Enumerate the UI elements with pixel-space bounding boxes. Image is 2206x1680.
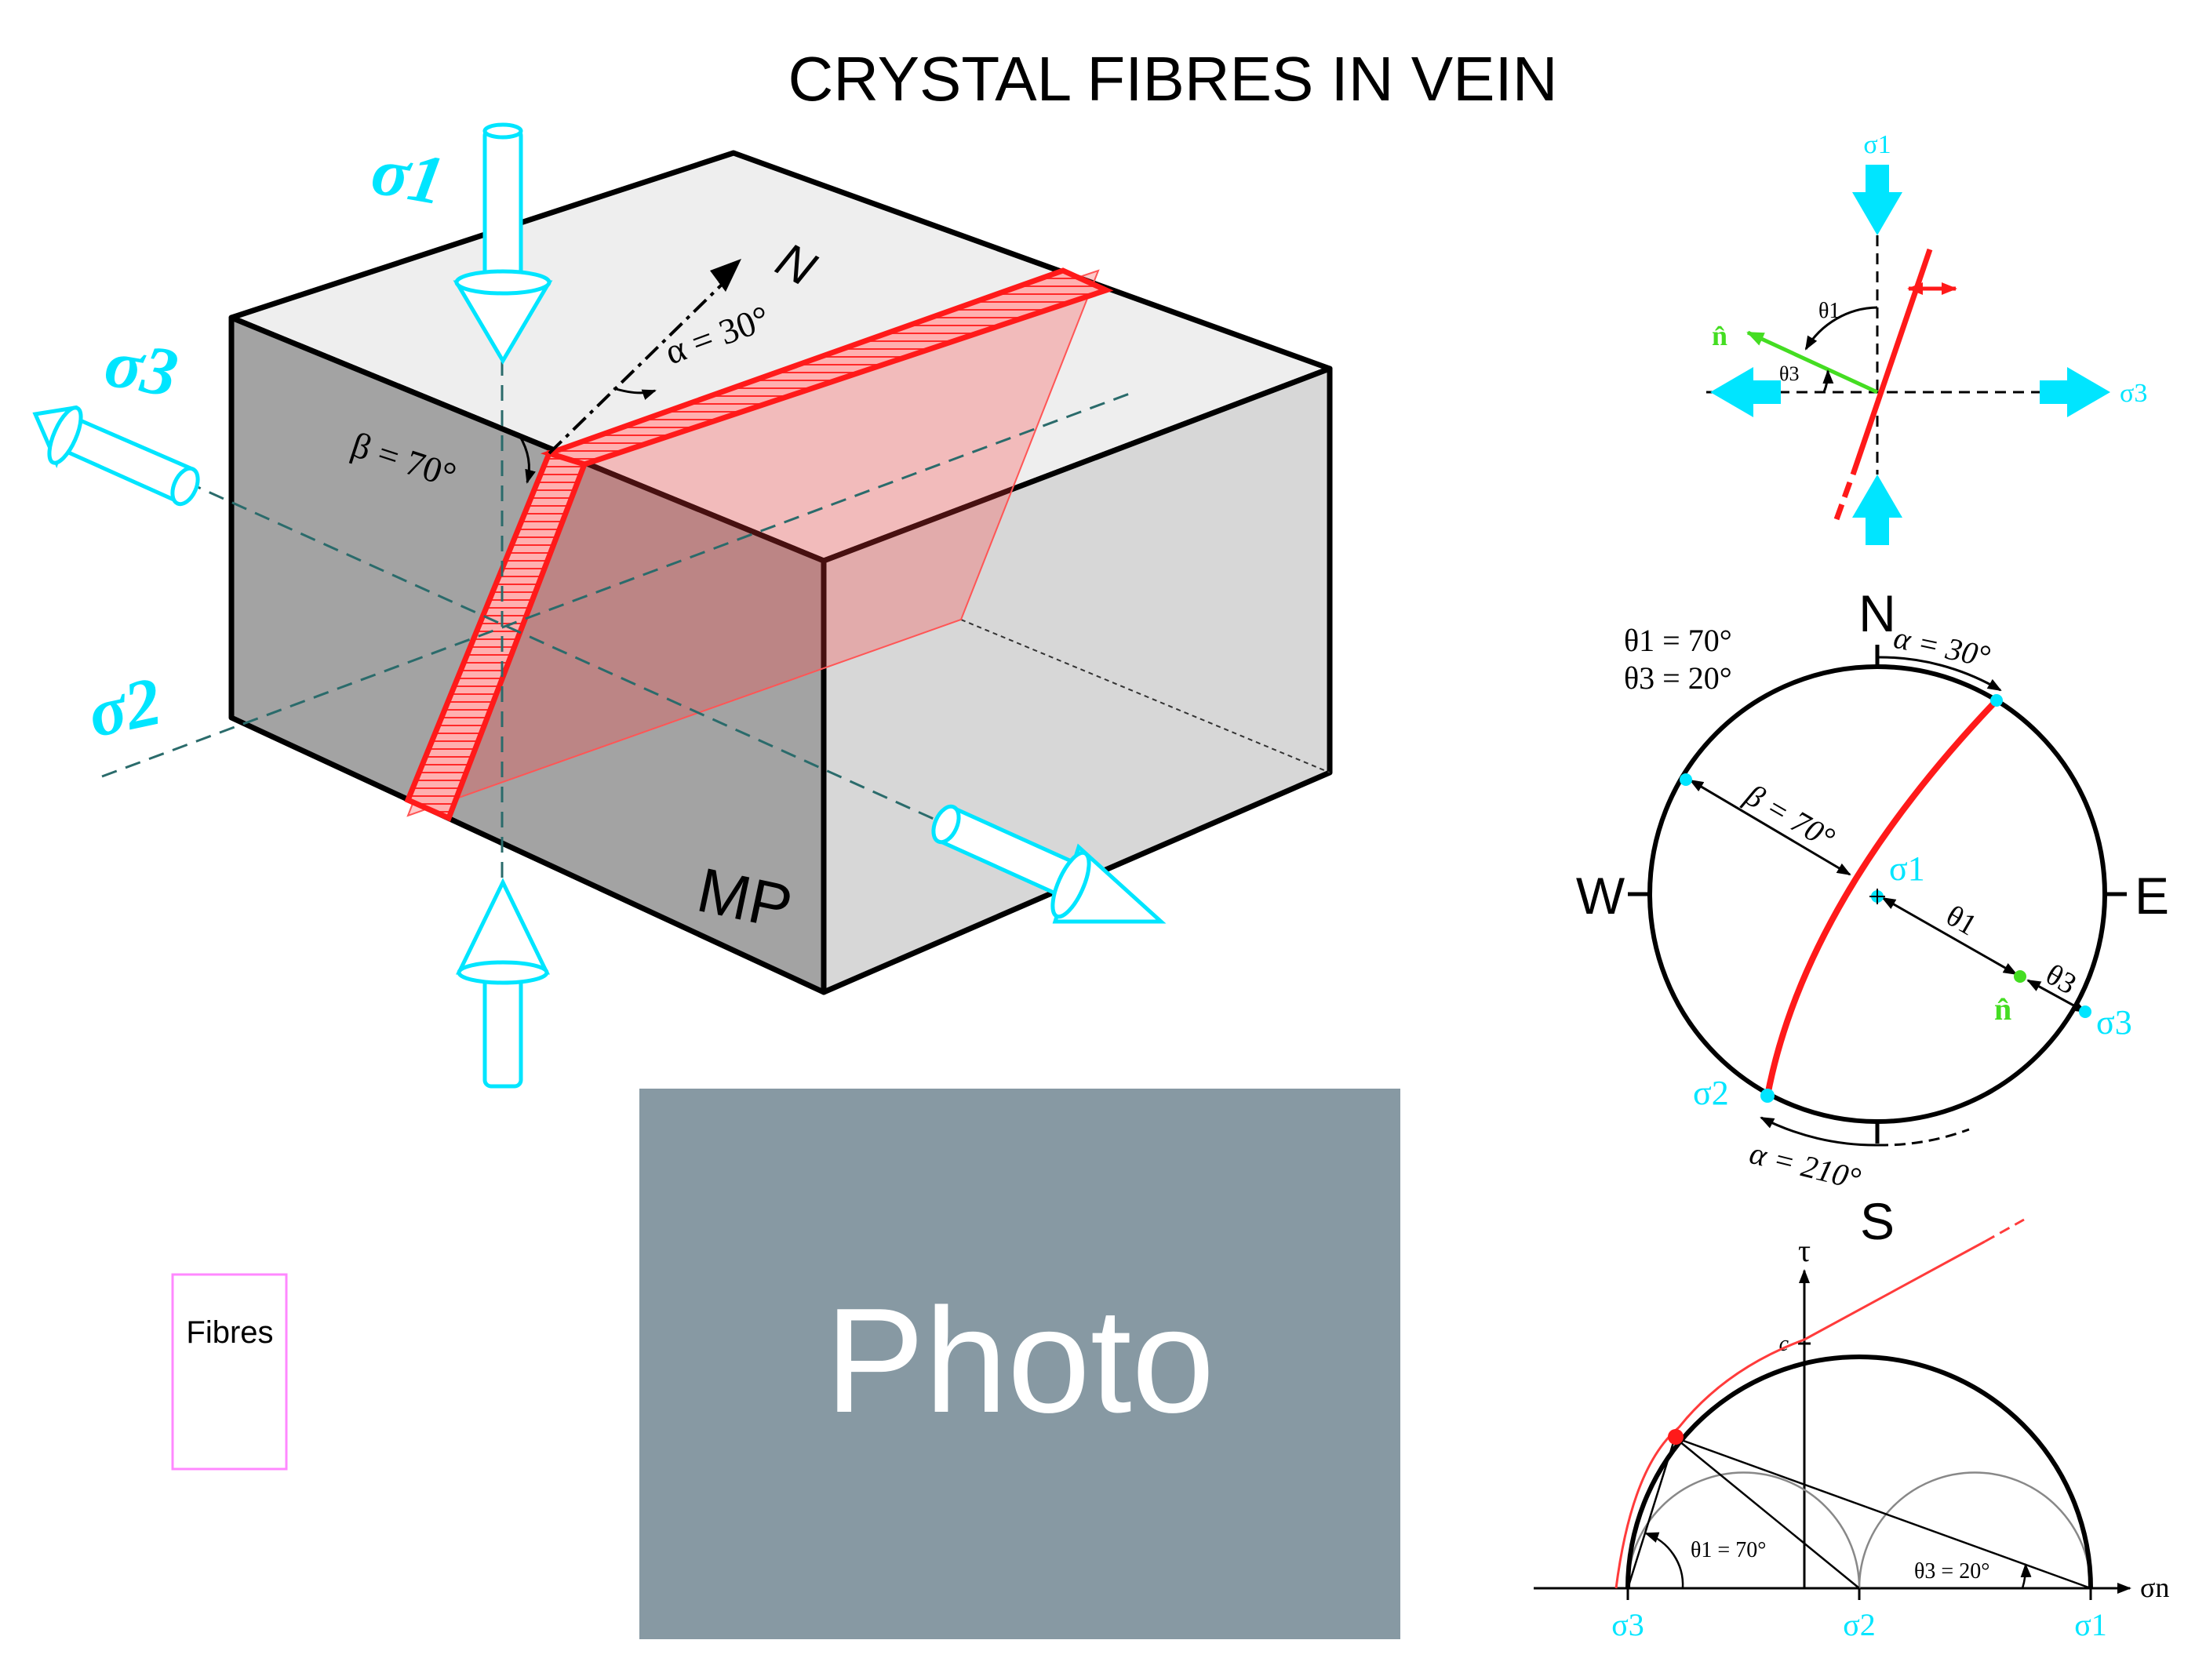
block-alpha-arc: [613, 387, 657, 400]
plan-sigma3-label: σ3: [2120, 379, 2147, 408]
block-beta-arc: [518, 435, 536, 484]
stereonet-strike-point-ne: [1990, 694, 2003, 707]
stereonet-normal-point: [2014, 970, 2026, 983]
stereonet-east-label: E: [2135, 867, 2169, 925]
mohr-sigma3-label: σ3: [1611, 1607, 1644, 1642]
plan-theta3-label: θ3: [1779, 362, 1799, 385]
stereonet-sigma2-label: σ2: [1693, 1074, 1729, 1112]
page-title: CRYSTAL FIBRES IN VEIN: [788, 44, 1558, 114]
mohr-sigma-n-label: σn: [2140, 1572, 2169, 1603]
stereonet-theta3-value: θ3 = 20°: [1624, 660, 1732, 696]
mohr-theta3-label: θ3 = 20°: [1914, 1559, 1989, 1584]
plan-theta1-arc: [1804, 306, 1878, 351]
stereonet-theta3-label: θ3: [2040, 958, 2082, 1001]
mohr-theta1-label: θ1 = 70°: [1691, 1538, 1766, 1562]
plan-theta3-arc: [1822, 369, 1834, 393]
sigma3-right-arrow: [931, 804, 1167, 924]
plan-view: n̂ θ1 θ3 σ1 σ3: [1706, 130, 2147, 545]
mohr-big-circle: [1625, 1355, 2093, 1589]
block-sigma1-label: σ1: [366, 133, 450, 220]
mohr-theta1-arc: [1644, 1532, 1684, 1589]
stereonet: N S W E α = 30° α = 210° β = 70° θ1 θ3 σ…: [1576, 584, 2169, 1250]
plan-theta1-label: θ1: [1818, 299, 1840, 323]
stereonet-west-label: W: [1576, 867, 1625, 925]
stereonet-sigma1-label: σ1: [1889, 849, 1925, 888]
stereonet-vein-great-circle: [1764, 698, 1999, 1096]
stereonet-alpha-top-arc: [1877, 656, 2002, 692]
stereonet-beta-label: β = 70°: [1739, 776, 1841, 856]
mohr-failure-point: [1668, 1429, 1684, 1445]
stereonet-theta1-value: θ1 = 70°: [1624, 623, 1732, 658]
plan-sigma1-top-arrow: [1852, 165, 1902, 235]
mohr-small-circle-left: [1626, 1471, 1861, 1589]
mohr-sigma2-label: σ2: [1843, 1607, 1876, 1642]
plan-n-hat-label: n̂: [1712, 320, 1727, 351]
sigma1-bottom-arrow: [456, 878, 550, 1089]
vein-front-strip: [404, 449, 588, 822]
stereonet-beta-arrow: [1689, 779, 1851, 876]
plan-sigma1-label: σ1: [1863, 130, 1891, 159]
mohr-diagram: τ σn c θ1 = 70° θ3 = 20° σ3 σ2 σ1: [1534, 1218, 2169, 1642]
fibres-box: [171, 1273, 288, 1471]
hidden-edge: [960, 619, 1331, 773]
stereonet-theta1-arrow: [1881, 896, 2018, 976]
block-diagram: N α = 30° β = 70° MP σ1 σ3 σ2: [32, 122, 1333, 1089]
photo-label: Photo: [825, 1278, 1215, 1444]
mohr-failure-envelope-dashed: [1984, 1218, 2025, 1243]
mohr-sigma1-label: σ1: [2074, 1607, 2107, 1642]
mohr-small-circle-right: [1858, 1471, 2092, 1589]
stereonet-south-label: S: [1860, 1192, 1895, 1250]
plan-sigma3-right-arrow: [2040, 367, 2110, 417]
stereonet-theta3-arrow: [2026, 979, 2087, 1013]
sigma1-top-arrow: [453, 122, 553, 365]
photo-placeholder: Photo: [639, 1089, 1400, 1639]
mohr-failure-envelope: [1614, 1240, 1986, 1589]
plan-sigma3-left-arrow: [1710, 367, 1781, 417]
stereonet-sigma3-label: σ3: [2096, 1003, 2132, 1042]
mohr-theta3-arc: [2020, 1563, 2032, 1589]
block-sigma2-label: σ2: [82, 664, 168, 753]
plan-vein-dashed: [1833, 481, 1853, 523]
plan-normal-vector: [1746, 330, 1879, 395]
sigma2-axis: [101, 391, 1134, 778]
sigma3-left-arrow: [32, 405, 200, 507]
north-arrow: [548, 279, 727, 455]
plan-vein: [1850, 248, 1933, 476]
fibres-panel: Fibres: [171, 1273, 288, 1471]
mohr-c-label: c: [1779, 1332, 1789, 1356]
stereonet-sigma2-point: [1760, 1089, 1775, 1103]
stereonet-n-hat-label: n̂: [1994, 991, 2011, 1027]
stereonet-dip-point-w: [1680, 773, 1692, 786]
stereonet-sigma3-point: [2079, 1005, 2091, 1018]
mohr-tau-label: τ: [1798, 1233, 1811, 1268]
fibres-label: Fibres: [186, 1315, 273, 1350]
stereonet-north-label: N: [1858, 584, 1896, 642]
block-sigma3-label: σ3: [100, 325, 184, 412]
stereonet-alpha-bottom-arc: [1760, 1116, 1878, 1147]
photo-box: [639, 1089, 1400, 1639]
plan-sigma1-bottom-arrow: [1852, 475, 1902, 545]
